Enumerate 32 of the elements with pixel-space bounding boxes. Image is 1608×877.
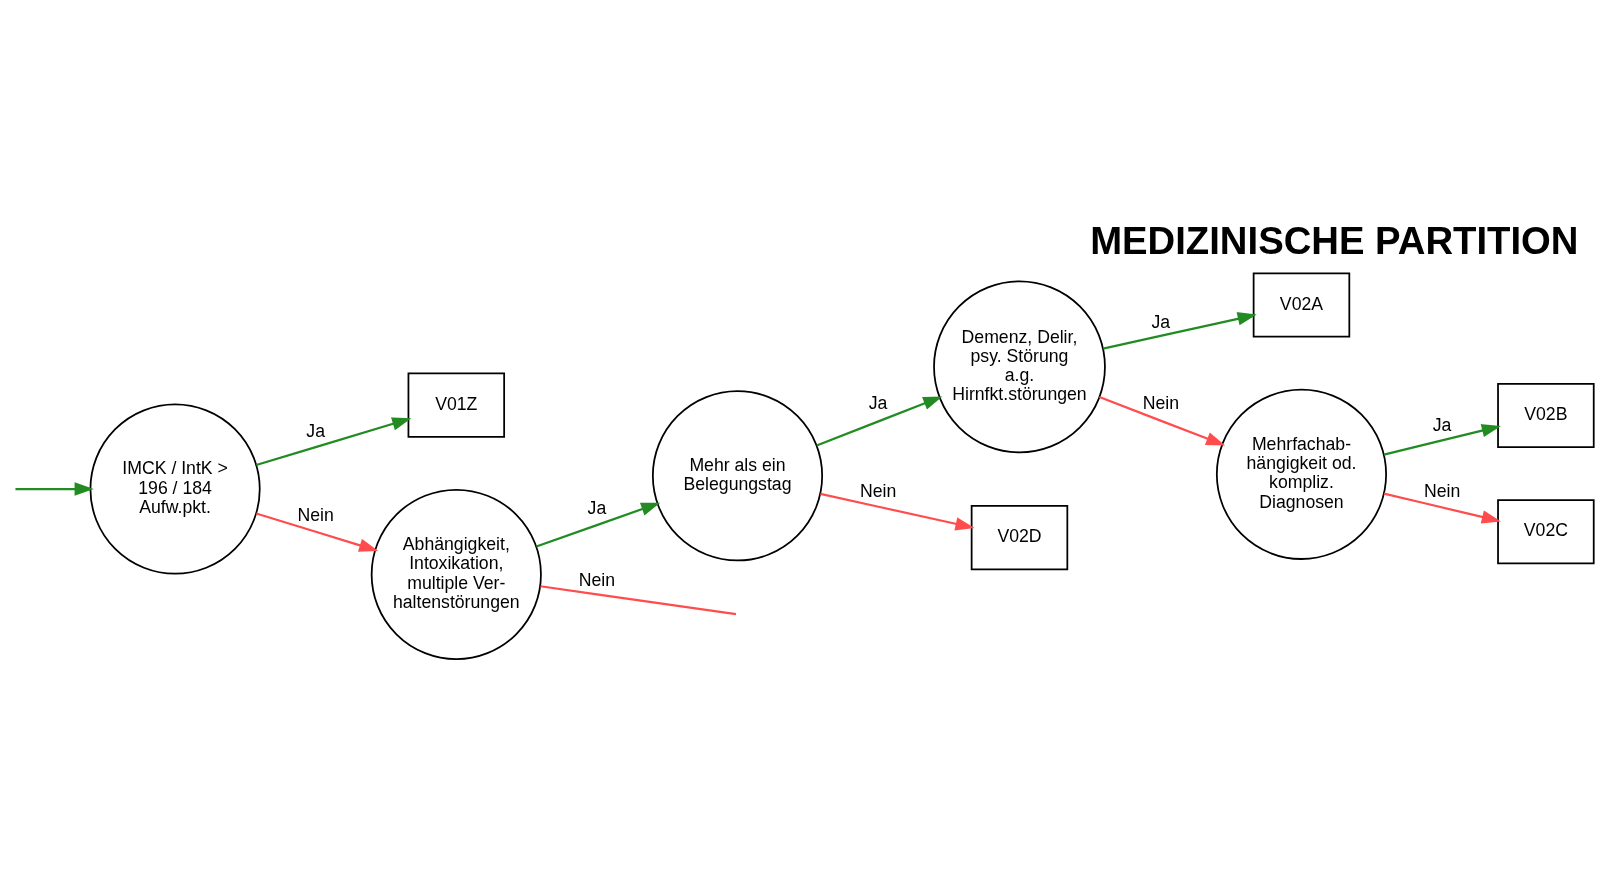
arrow	[1383, 423, 1501, 456]
edge-label: Ja	[587, 497, 607, 517]
edge-label: Ja	[1151, 311, 1171, 332]
node-box: V02B	[1497, 382, 1595, 448]
connector	[540, 584, 737, 615]
edge-label: Nein	[859, 480, 897, 501]
arrow	[1102, 311, 1257, 350]
diagram-title: MEDIZINISCHE PARTITION	[1090, 218, 1579, 262]
arrow	[820, 492, 975, 530]
node-box: V02A	[1252, 271, 1351, 338]
arrow	[816, 395, 943, 446]
edge-label: Ja	[868, 392, 888, 413]
arrow	[255, 416, 412, 466]
arrow	[15, 481, 94, 496]
node-box: V02C	[1497, 498, 1595, 564]
edge-label: Ja	[1432, 414, 1452, 435]
node-circle: IMCK / IntK > 196 / 184 Aufw.pkt.	[89, 403, 261, 575]
edge-label: Nein	[1142, 392, 1180, 413]
arrow	[255, 511, 379, 552]
arrow	[1383, 492, 1501, 523]
edge-label: Nein	[1423, 480, 1461, 501]
edge-label: Nein	[578, 569, 616, 590]
node-box: V01Z	[407, 372, 506, 438]
node-circle: Abhängigkeit, Intoxikation, multiple Ver- haltenstörungen	[370, 488, 542, 660]
node-circle: Mehrfachab- hängigkeit od. kompliz. Diagnosen	[1215, 388, 1387, 560]
arrow	[536, 502, 661, 548]
node-circle: Mehr als ein Belegungstag	[651, 389, 824, 561]
arrow	[1099, 395, 1226, 446]
node-circle: Demenz, Delir, psy. Störung a.g. Hirnfkt.störungen	[933, 280, 1106, 453]
node-box: V02D	[970, 504, 1069, 570]
edge-label: Nein	[297, 504, 334, 525]
edge-label: Ja	[306, 420, 326, 441]
